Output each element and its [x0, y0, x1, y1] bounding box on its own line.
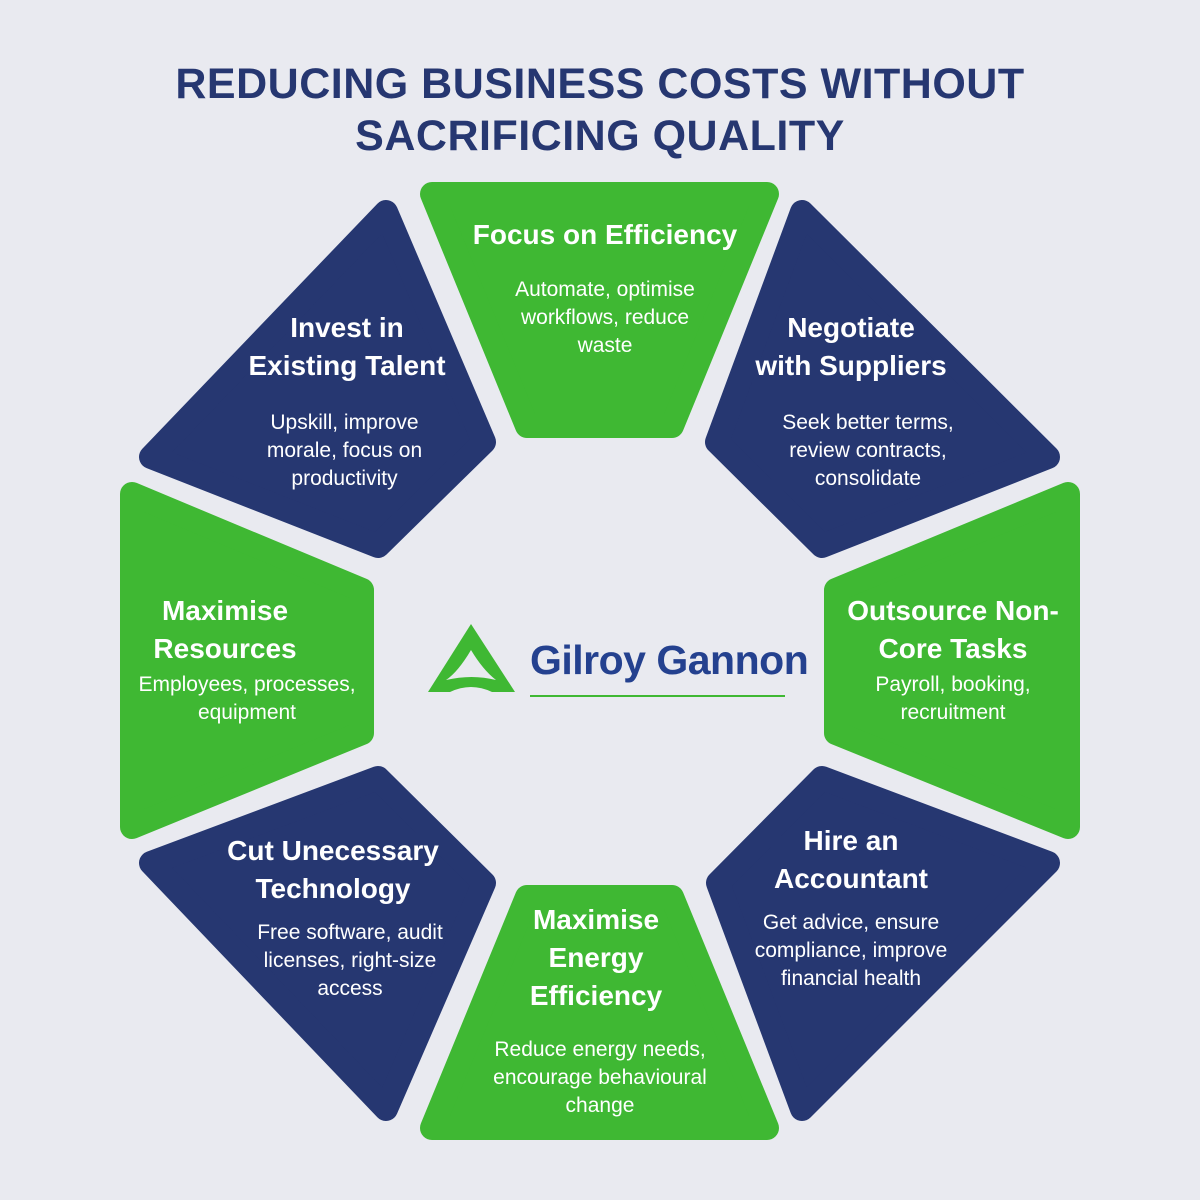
segment-shape-efficiency — [420, 182, 779, 438]
logo — [428, 624, 785, 697]
segment-resources: Maximise Resources Employees, processes,… — [122, 592, 372, 727]
segment-description: Upskill, improve morale, focus on produc… — [266, 411, 423, 490]
segment-heading: Outsource Non- Core Tasks — [847, 595, 1059, 664]
segment-shape-suppliers — [705, 200, 1060, 558]
segment-shape-talent — [139, 200, 496, 558]
segment-shape-energy — [420, 885, 779, 1140]
segment-description: Employees, processes, equipment — [138, 673, 356, 724]
segment-description: Payroll, booking, recruitment — [875, 673, 1031, 724]
segment-efficiency: Focus on Efficiency Automate, optimise w… — [440, 216, 770, 360]
segment-energy: Maximise Energy Efficiency Reduce energy… — [446, 901, 746, 1120]
segment-suppliers: Negotiate with Suppliers Seek better ter… — [701, 309, 1001, 493]
segment-heading: Maximise Resources — [153, 595, 297, 664]
segment-description: Seek better terms, review contracts, con… — [782, 411, 954, 490]
segment-heading: Maximise Energy Efficiency — [529, 904, 663, 1011]
triangle-logo-icon — [428, 624, 515, 692]
segment-description: Automate, optimise workflows, reduce was… — [515, 278, 695, 357]
segment-shape-resources — [120, 482, 374, 839]
segment-heading: Hire an Accountant — [774, 825, 928, 894]
brand-name: Gilroy Gannon — [530, 637, 809, 683]
segment-shape-accountant — [706, 766, 1060, 1121]
page-title: REDUCING BUSINESS COSTS WITHOUT SACRIFIC… — [0, 58, 1200, 162]
segment-outsource: Outsource Non- Core Tasks Payroll, booki… — [828, 592, 1078, 727]
segment-accountant: Hire an Accountant Get advice, ensure co… — [701, 822, 1001, 993]
title-line-1: REDUCING BUSINESS COSTS WITHOUT — [175, 60, 1025, 108]
title-line-2: SACRIFICING QUALITY — [355, 112, 845, 160]
segment-talent: Invest in Existing Talent Upskill, impro… — [197, 309, 497, 493]
segment-heading: Invest in Existing Talent — [248, 312, 446, 381]
segment-heading: Negotiate with Suppliers — [755, 312, 947, 381]
segment-description: Free software, audit licenses, right-siz… — [257, 921, 443, 1000]
segment-description: Reduce energy needs, encourage behaviour… — [493, 1038, 707, 1117]
segment-shape-technology — [139, 766, 496, 1121]
segment-heading: Cut Unecessary Technology — [227, 835, 439, 904]
segment-heading: Focus on Efficiency — [472, 219, 738, 250]
segment-description: Get advice, ensure compliance, improve f… — [754, 911, 948, 990]
segment-technology: Cut Unecessary Technology Free software,… — [183, 832, 483, 1003]
segment-shape-outsource — [824, 482, 1080, 839]
